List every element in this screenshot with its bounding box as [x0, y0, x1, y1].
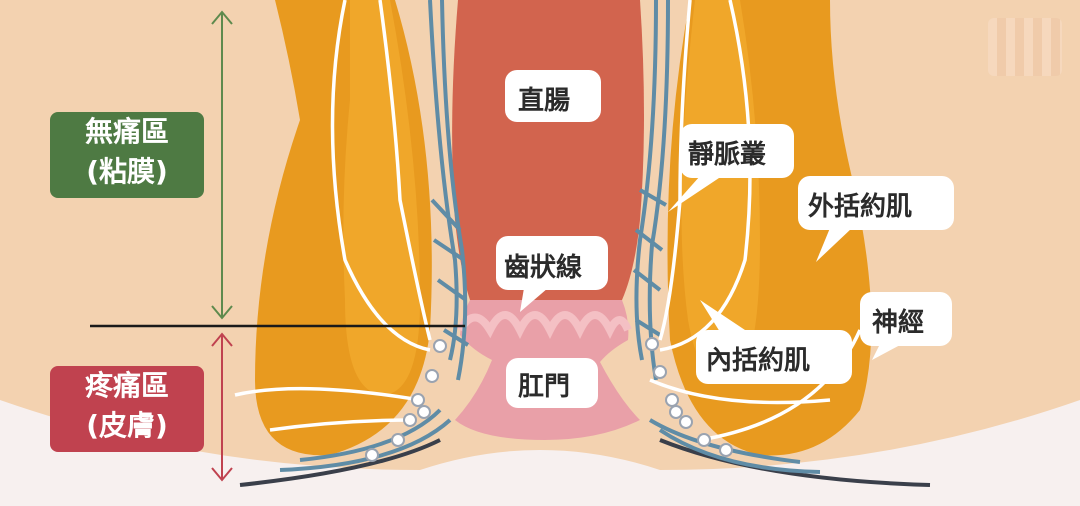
blurred-watermark	[988, 18, 1062, 76]
painful-zone-subtitle: (皮膚)	[86, 409, 168, 442]
rectum-label: 直腸	[518, 86, 571, 116]
painless-zone-label: 無痛區 (粘膜)	[50, 112, 204, 198]
dentate-ridges	[456, 311, 632, 339]
nerves-left	[234, 0, 432, 432]
internal-sphincter-label: 內括約肌	[706, 346, 811, 376]
nerve-endings	[365, 337, 733, 462]
anus-label: 肛門	[518, 372, 571, 402]
dentate-line-label: 齒狀線	[504, 253, 583, 283]
external-sphincter-label: 外括約肌	[808, 192, 913, 222]
venous-plexus-label: 靜脈叢	[688, 140, 767, 170]
painless-zone-subtitle: (粘膜)	[86, 155, 168, 188]
callout-bubbles	[496, 70, 954, 408]
painful-zone-label: 疼痛區 (皮膚)	[50, 366, 204, 452]
venous-plexus-right	[632, 0, 821, 474]
nerve-label: 神經	[872, 308, 925, 338]
painful-zone-title: 疼痛區	[84, 369, 169, 402]
double-arrow-icon	[211, 10, 233, 482]
painless-zone-title: 無痛區	[84, 115, 169, 148]
right-inner-muscle	[681, 0, 760, 382]
